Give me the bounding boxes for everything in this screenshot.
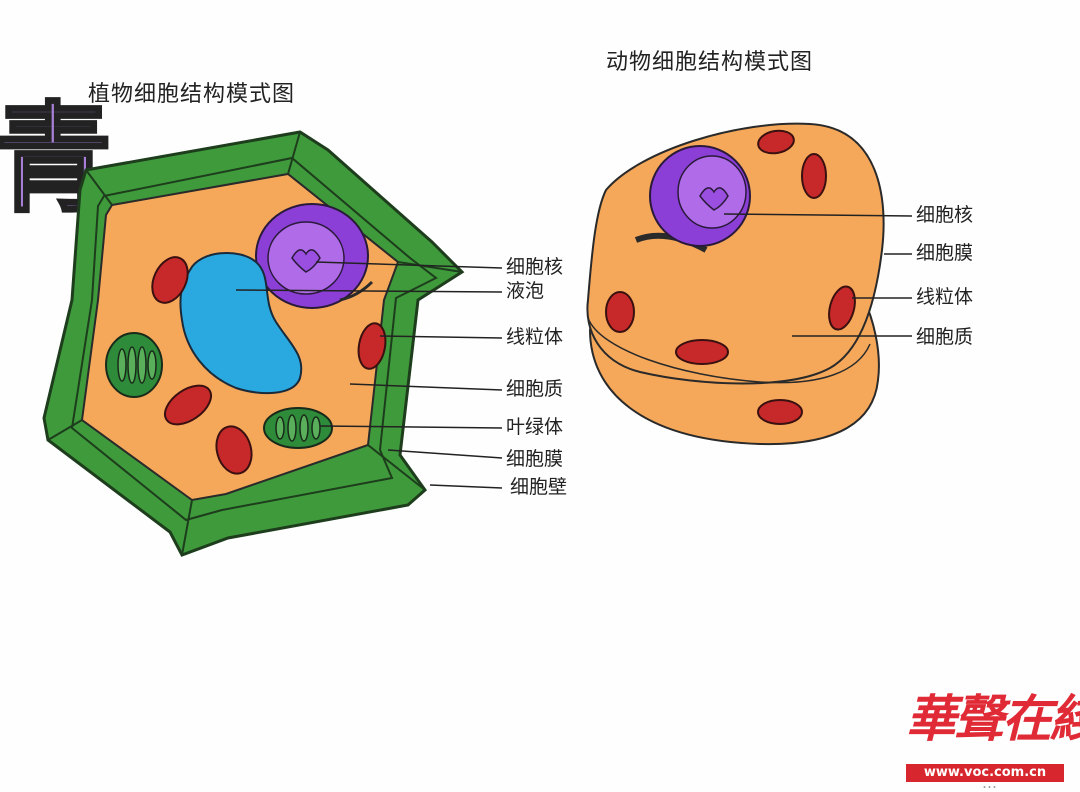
- animal-label-cytoplasm: 细胞质: [916, 326, 974, 348]
- plant-wall-corner-lines: [47, 131, 463, 556]
- plant-chloroplasts: [105, 332, 333, 449]
- plant-cell-wall-inner-line: [70, 156, 438, 522]
- plant-label-mitochondria: 线粒体: [506, 326, 564, 348]
- watermark-logo: 華聲在綫: [906, 690, 1080, 748]
- plant-cell-title: 植物细胞结构模式图: [88, 82, 296, 107]
- animal-cell-title: 动物细胞结构模式图: [606, 50, 814, 75]
- plant-cell: [42, 130, 503, 557]
- plant-nucleus: [255, 203, 374, 309]
- animal-mitochondria: [605, 129, 856, 425]
- plant-vacuole: [179, 252, 303, 395]
- animal-label-nucleus: 细胞核: [916, 204, 974, 226]
- animal-label-mitochondria: 线粒体: [916, 286, 974, 308]
- plant-leader-lines: [235, 261, 503, 489]
- plant-label-chloroplast: 叶绿体: [506, 416, 564, 438]
- watermark-partial-text: …: [982, 774, 997, 792]
- animal-cell: [586, 122, 913, 446]
- plant-label-cytoplasm: 细胞质: [506, 378, 564, 400]
- animal-nucleus: [634, 145, 751, 253]
- watermark-url: www.voc.com.cn: [906, 764, 1064, 782]
- plant-label-vacuole: 液泡: [506, 280, 545, 302]
- plant-label-nucleus: 细胞核: [506, 256, 564, 278]
- animal-leader-lines: [723, 213, 913, 337]
- plant-mitochondria: [151, 256, 387, 475]
- animal-label-membrane: 细胞膜: [916, 242, 974, 264]
- plant-label-wall: 细胞壁: [510, 476, 568, 498]
- plant-label-membrane: 细胞膜: [506, 448, 564, 470]
